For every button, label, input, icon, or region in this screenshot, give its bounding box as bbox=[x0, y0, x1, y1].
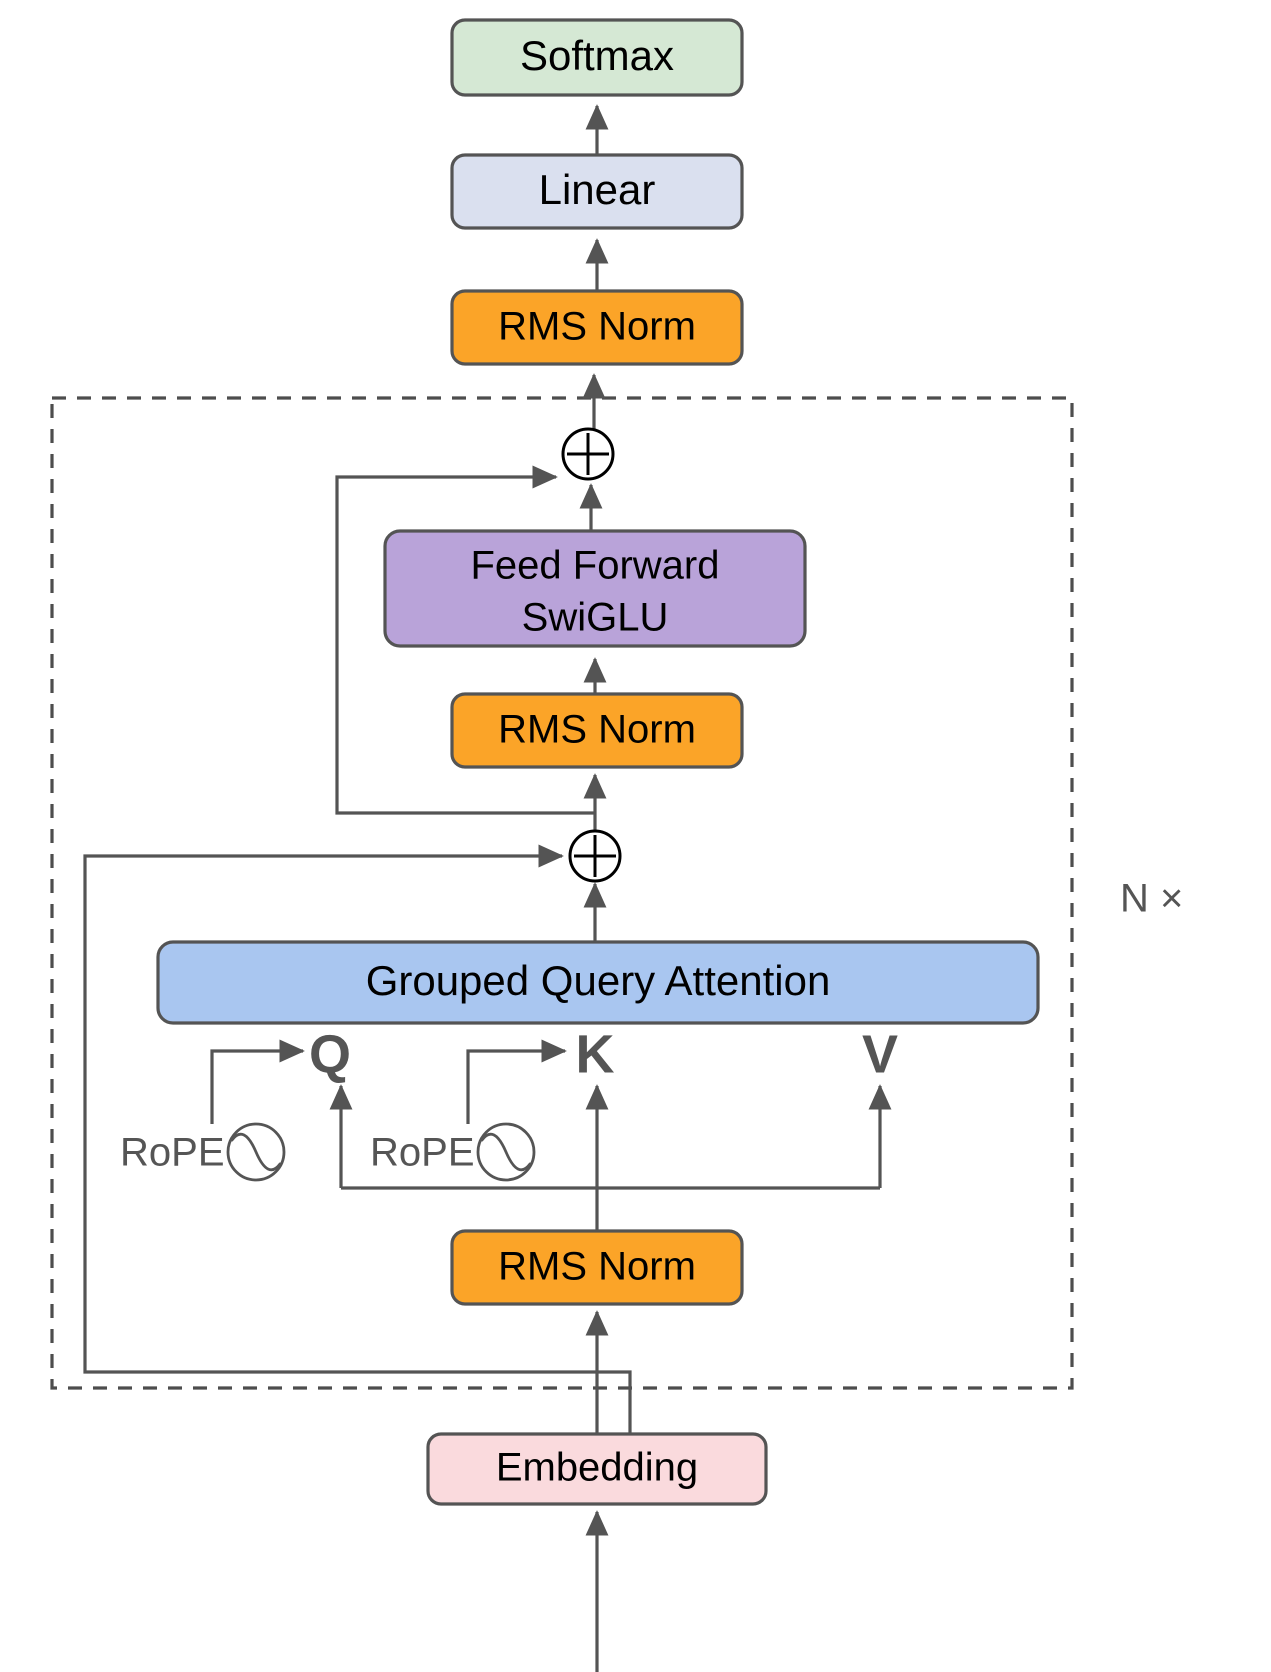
attention-label: Grouped Query Attention bbox=[366, 957, 831, 1004]
rope-q-to-q-arrow bbox=[210, 1039, 305, 1124]
softmax-label: Softmax bbox=[520, 32, 674, 79]
node-rmsnorm-top[interactable]: RMS Norm bbox=[450, 289, 744, 366]
embedding-box[interactable] bbox=[426, 1432, 768, 1506]
node-linear[interactable]: Linear bbox=[450, 153, 744, 230]
node-rmsnorm-bottom[interactable]: RMS Norm bbox=[450, 1229, 744, 1306]
linear-label: Linear bbox=[539, 166, 656, 213]
adder-ffn[interactable] bbox=[561, 427, 615, 481]
rmsnorm-bottom-label: RMS Norm bbox=[498, 1245, 696, 1289]
softmax-box[interactable] bbox=[450, 18, 744, 97]
feed-forward-label-line1: Feed Forward bbox=[471, 544, 720, 588]
query-letter: Q bbox=[309, 1024, 351, 1084]
repeat-count-label: N × bbox=[1120, 877, 1183, 921]
rope-k-to-k-arrow bbox=[466, 1039, 567, 1124]
rmsnorm-mid-label: RMS Norm bbox=[498, 708, 696, 752]
embedding-label: Embedding bbox=[496, 1446, 698, 1490]
rope-query-icon bbox=[226, 1122, 286, 1182]
adder-attention[interactable] bbox=[568, 829, 622, 883]
rope-key-group[interactable]: RoPE bbox=[370, 1122, 536, 1182]
rmsnorm-top-box[interactable] bbox=[450, 289, 744, 366]
attention-box[interactable] bbox=[156, 940, 1040, 1025]
rope-key-label: RoPE bbox=[370, 1131, 475, 1175]
rope-key-icon bbox=[476, 1122, 536, 1182]
rope-query-group[interactable]: RoPE bbox=[120, 1122, 286, 1182]
feed-forward-label-line2: SwiGLU bbox=[522, 596, 669, 640]
rmsnorm-bottom-box[interactable] bbox=[450, 1229, 744, 1306]
rope-query-label: RoPE bbox=[120, 1131, 225, 1175]
rmsnorm-mid-box[interactable] bbox=[450, 692, 744, 769]
node-feed-forward[interactable]: Feed Forward SwiGLU bbox=[383, 529, 807, 648]
node-softmax[interactable]: Softmax bbox=[450, 18, 744, 97]
rmsnorm-top-label: RMS Norm bbox=[498, 305, 696, 349]
node-embedding[interactable]: Embedding bbox=[426, 1432, 768, 1506]
repeat-block-frame bbox=[50, 396, 1074, 1390]
node-attention[interactable]: Grouped Query Attention bbox=[156, 940, 1040, 1025]
value-letter: V bbox=[862, 1024, 898, 1084]
feed-forward-box[interactable] bbox=[383, 529, 807, 648]
ffn-residual-path bbox=[335, 465, 595, 815]
attention-residual-path bbox=[83, 844, 632, 1458]
node-rmsnorm-mid[interactable]: RMS Norm bbox=[450, 692, 744, 769]
linear-box[interactable] bbox=[450, 153, 744, 230]
key-letter: K bbox=[576, 1024, 615, 1084]
